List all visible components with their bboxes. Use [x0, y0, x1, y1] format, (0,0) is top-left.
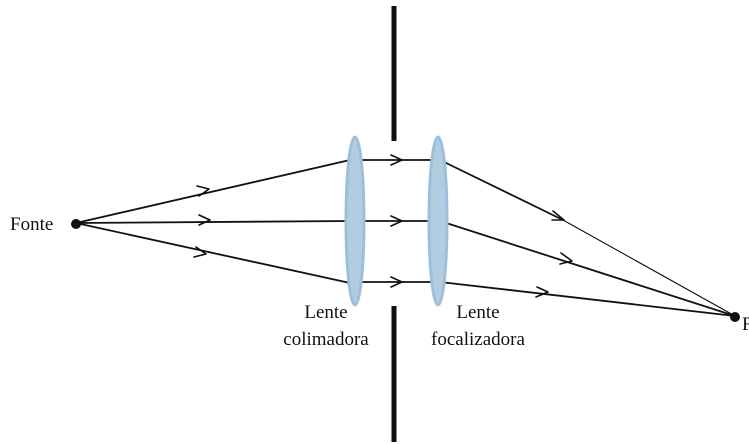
- ray-upper-converging: [439, 159, 564, 221]
- focus-point: [730, 312, 740, 322]
- focusing-lens-label-line1: Lente: [456, 302, 499, 323]
- source-point: [71, 219, 81, 229]
- arrowhead-upper-converging: [551, 210, 565, 221]
- ray-middle-converging: [439, 220, 736, 317]
- collimating-lens-label-line1: Lente: [304, 302, 347, 323]
- diverging-rays: [75, 159, 351, 284]
- ray-lower-diverging: [75, 222, 351, 284]
- arrowhead-lower-collimated: [390, 276, 403, 288]
- source-label: Fonte: [10, 214, 53, 235]
- ray-upper-diverging: [75, 159, 351, 224]
- ray-lower-converging: [439, 281, 736, 317]
- arrowhead-middle-converging: [559, 252, 573, 265]
- arrowhead-middle-collimated: [390, 215, 403, 227]
- ray-middle-diverging: [75, 220, 351, 224]
- converging-rays: [439, 159, 736, 317]
- arrowhead-upper-diverging: [196, 185, 210, 197]
- arrowhead-lower-diverging: [193, 246, 207, 258]
- focusing-lens-label-line2: focalizadora: [431, 329, 525, 350]
- collimating-lens: [344, 135, 366, 307]
- focus-point-label: F: [742, 314, 749, 335]
- collimated-rays: [356, 154, 435, 288]
- collimating-lens-label-line2: colimadora: [283, 329, 369, 350]
- arrowhead-lower-converging: [535, 286, 549, 298]
- arrowhead-upper-collimated: [390, 154, 403, 166]
- ray-upper-converging-tail: [562, 219, 736, 317]
- arrowhead-middle-diverging: [198, 214, 211, 226]
- focusing-lens: [427, 135, 449, 307]
